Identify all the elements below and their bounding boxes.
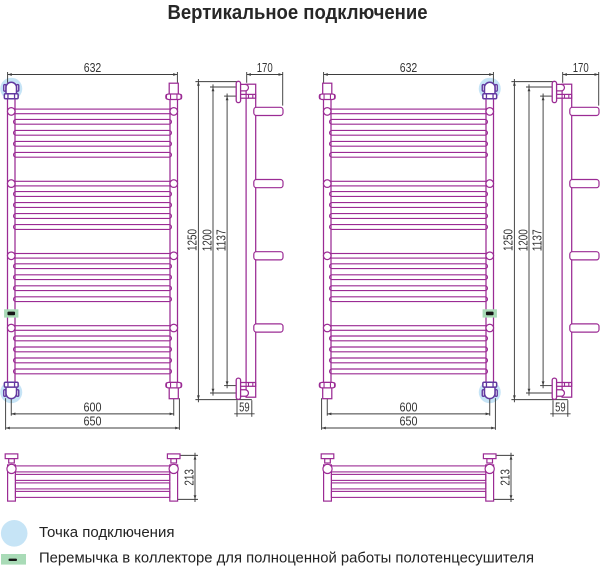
svg-text:632: 632 [400, 60, 418, 75]
svg-text:Вертикальное подключение: Вертикальное подключение [168, 2, 428, 24]
svg-text:1200: 1200 [515, 229, 530, 251]
svg-text:1200: 1200 [199, 229, 214, 251]
svg-text:59: 59 [239, 399, 250, 414]
svg-text:Точка подключения: Точка подключения [39, 524, 174, 541]
svg-text:632: 632 [84, 60, 102, 75]
svg-text:213: 213 [181, 469, 196, 486]
svg-text:1250: 1250 [501, 229, 516, 251]
svg-text:1137: 1137 [213, 229, 228, 251]
svg-text:59: 59 [555, 399, 566, 414]
svg-text:213: 213 [497, 469, 512, 486]
svg-text:170: 170 [257, 60, 273, 75]
svg-text:650: 650 [400, 413, 418, 428]
svg-text:600: 600 [84, 399, 102, 414]
svg-text:170: 170 [573, 60, 589, 75]
svg-text:Перемычка в коллекторе для пол: Перемычка в коллекторе для полноценной р… [39, 550, 534, 567]
svg-text:650: 650 [84, 413, 102, 428]
svg-text:1250: 1250 [185, 229, 200, 251]
svg-text:1137: 1137 [529, 229, 544, 251]
svg-text:600: 600 [400, 399, 418, 414]
